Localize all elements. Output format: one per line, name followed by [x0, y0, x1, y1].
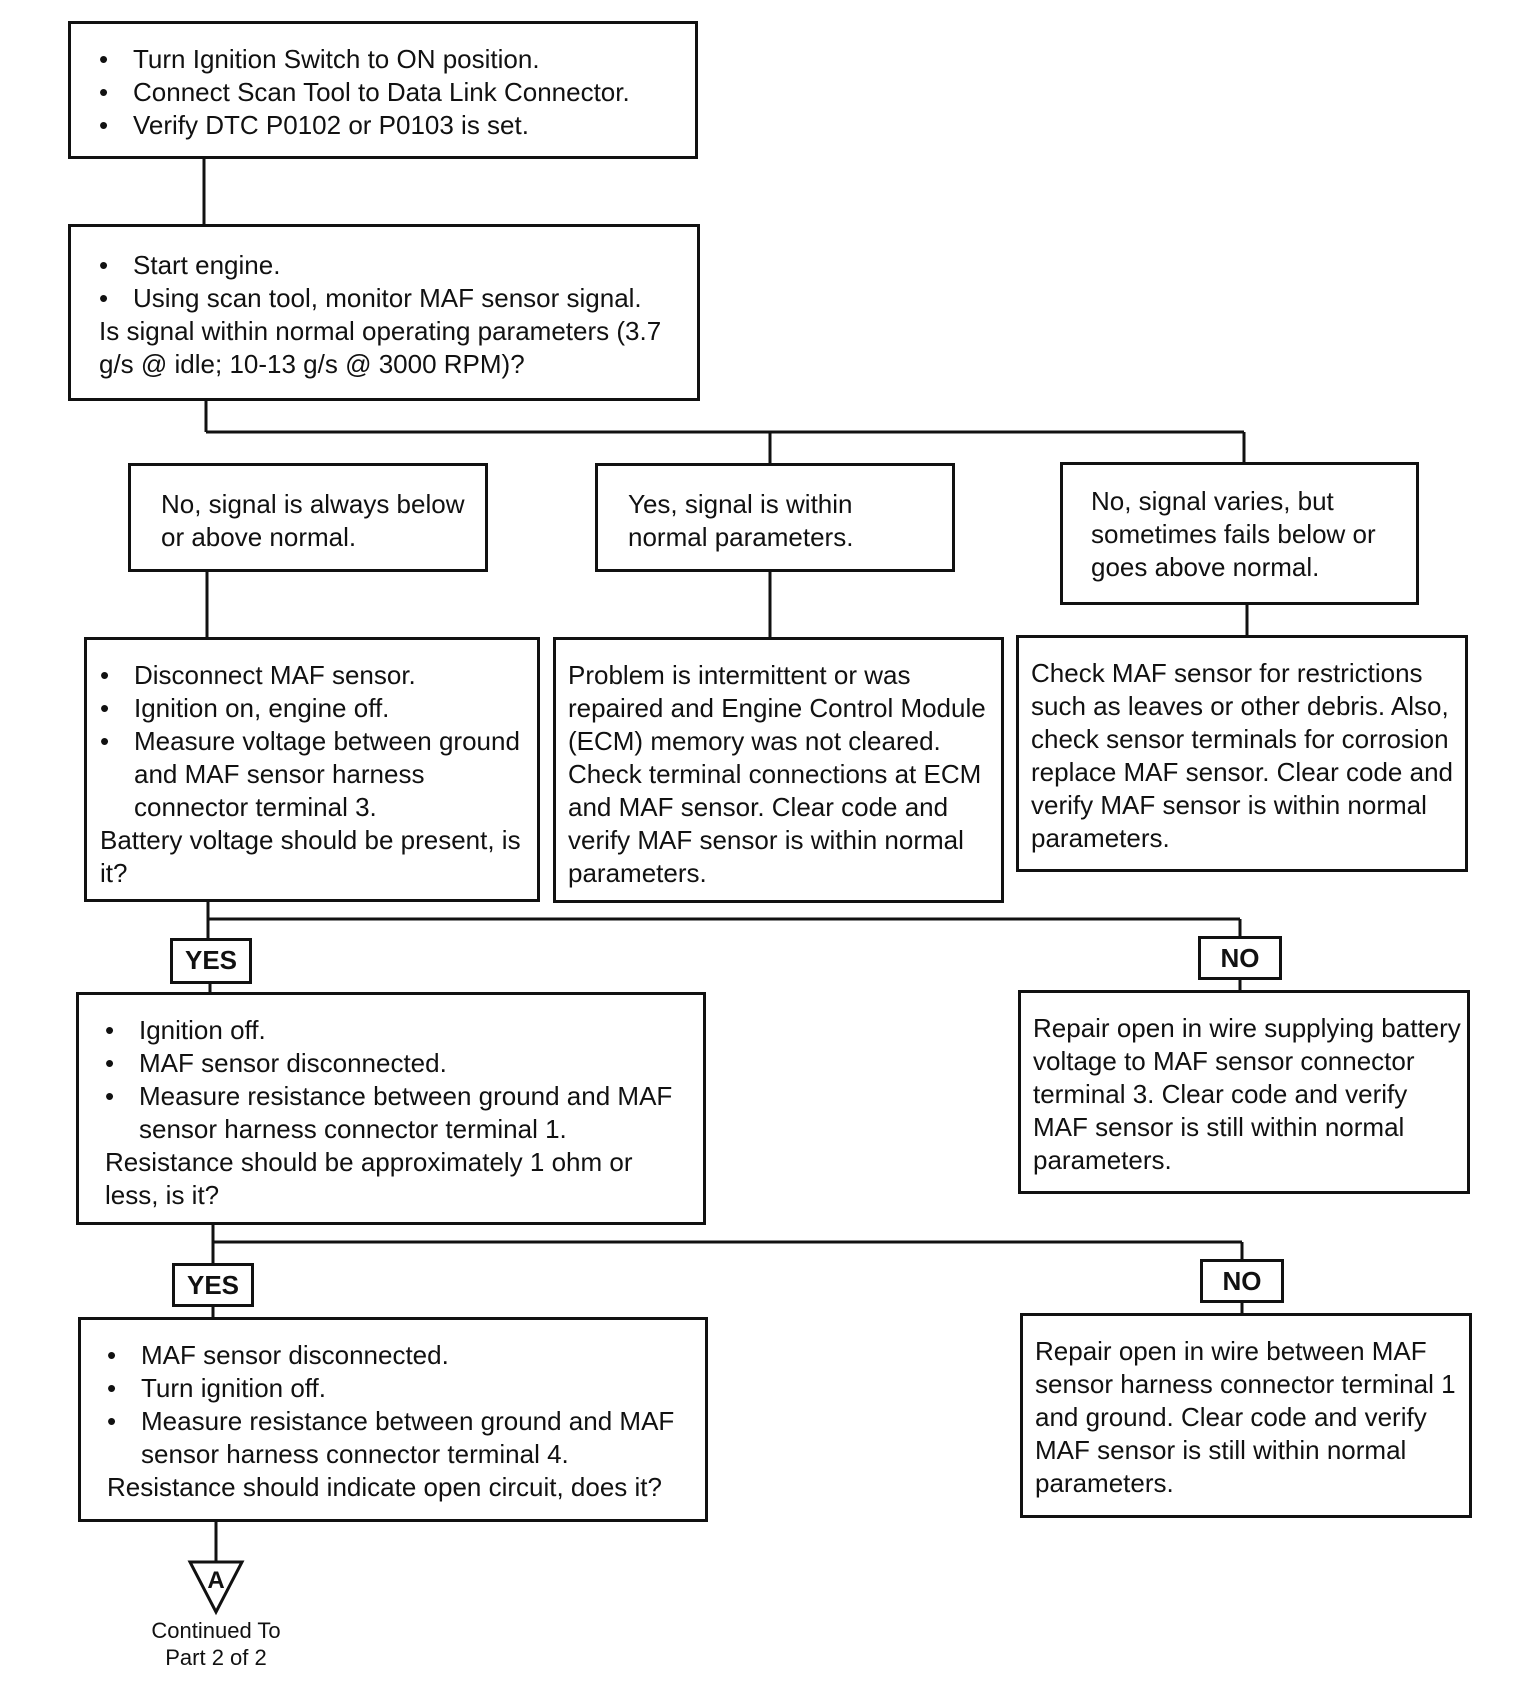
continuation-note-line: Part 2 of 2 [165, 1645, 267, 1670]
bullet-item: Turn Ignition Switch to ON position. [99, 43, 673, 76]
result-box-repair-terminal-3: Repair open in wire supplying battery vo… [1018, 990, 1470, 1194]
continuation-note: Continued To Part 2 of 2 [116, 1617, 316, 1671]
bullet-item: Turn ignition off. [107, 1372, 699, 1405]
bullet-list: Turn Ignition Switch to ON position. Con… [99, 43, 673, 142]
question-text: Resistance should indicate open circuit,… [107, 1472, 662, 1502]
step-box-measure-resistance-terminal-1: Ignition off. MAF sensor disconnected. M… [76, 992, 706, 1225]
step-box-measure-resistance-terminal-4: MAF sensor disconnected. Turn ignition o… [78, 1317, 708, 1522]
step-box-monitor-maf: Start engine. Using scan tool, monitor M… [68, 224, 700, 401]
step-box-measure-voltage: Disconnect MAF sensor. Ignition on, engi… [84, 637, 540, 902]
outcome-text: No, signal varies, but sometimes fails b… [1091, 486, 1376, 582]
outcome-box-varies: No, signal varies, but sometimes fails b… [1060, 462, 1419, 605]
bullet-item: Start engine. [99, 249, 679, 282]
bullet-item: Connect Scan Tool to Data Link Connector… [99, 76, 673, 109]
bullet-item: Ignition on, engine off. [100, 692, 531, 725]
continuation-note-line: Continued To [151, 1618, 281, 1643]
outcome-box-always-abnormal: No, signal is always below or above norm… [128, 463, 488, 572]
bullet-item: Verify DTC P0102 or P0103 is set. [99, 109, 673, 142]
result-text: Repair open in wire between MAF sensor h… [1035, 1336, 1456, 1498]
no-label: NO [1198, 936, 1282, 980]
question-text: Battery voltage should be present, is it… [100, 825, 521, 888]
question-text: Resistance should be approximately 1 ohm… [105, 1147, 633, 1210]
result-text: Problem is intermittent or was repaired … [568, 660, 986, 888]
bullet-item: Measure voltage between ground and MAF s… [100, 725, 531, 824]
bullet-list: MAF sensor disconnected. Turn ignition o… [107, 1339, 699, 1471]
question-text: Is signal within normal operating parame… [99, 316, 662, 379]
bullet-item: MAF sensor disconnected. [107, 1339, 699, 1372]
result-text: Check MAF sensor for restrictions such a… [1031, 658, 1453, 853]
continuation-triangle [187, 1560, 245, 1616]
outcome-text: Yes, signal is within normal parameters. [628, 489, 854, 552]
step-box-verify-dtc: Turn Ignition Switch to ON position. Con… [68, 21, 698, 159]
continuation-label: A [207, 1567, 224, 1594]
no-label: NO [1200, 1259, 1284, 1303]
yes-label: YES [172, 1263, 254, 1307]
bullet-list: Start engine. Using scan tool, monitor M… [99, 249, 679, 315]
yes-label: YES [170, 938, 252, 984]
bullet-item: Ignition off. [105, 1014, 693, 1047]
bullet-list: Disconnect MAF sensor. Ignition on, engi… [100, 659, 531, 824]
bullet-item: Disconnect MAF sensor. [100, 659, 531, 692]
bullet-item: MAF sensor disconnected. [105, 1047, 693, 1080]
bullet-list: Ignition off. MAF sensor disconnected. M… [105, 1014, 693, 1146]
bullet-item: Measure resistance between ground and MA… [107, 1405, 699, 1471]
outcome-box-within-normal: Yes, signal is within normal parameters. [595, 463, 955, 572]
outcome-text: No, signal is always below or above norm… [161, 489, 465, 552]
result-box-repair-terminal-1: Repair open in wire between MAF sensor h… [1020, 1313, 1472, 1518]
result-text: Repair open in wire supplying battery vo… [1033, 1013, 1461, 1175]
bullet-item: Measure resistance between ground and MA… [105, 1080, 693, 1146]
result-box-check-restrictions: Check MAF sensor for restrictions such a… [1016, 635, 1468, 872]
result-box-intermittent: Problem is intermittent or was repaired … [553, 637, 1004, 903]
bullet-item: Using scan tool, monitor MAF sensor sign… [99, 282, 679, 315]
